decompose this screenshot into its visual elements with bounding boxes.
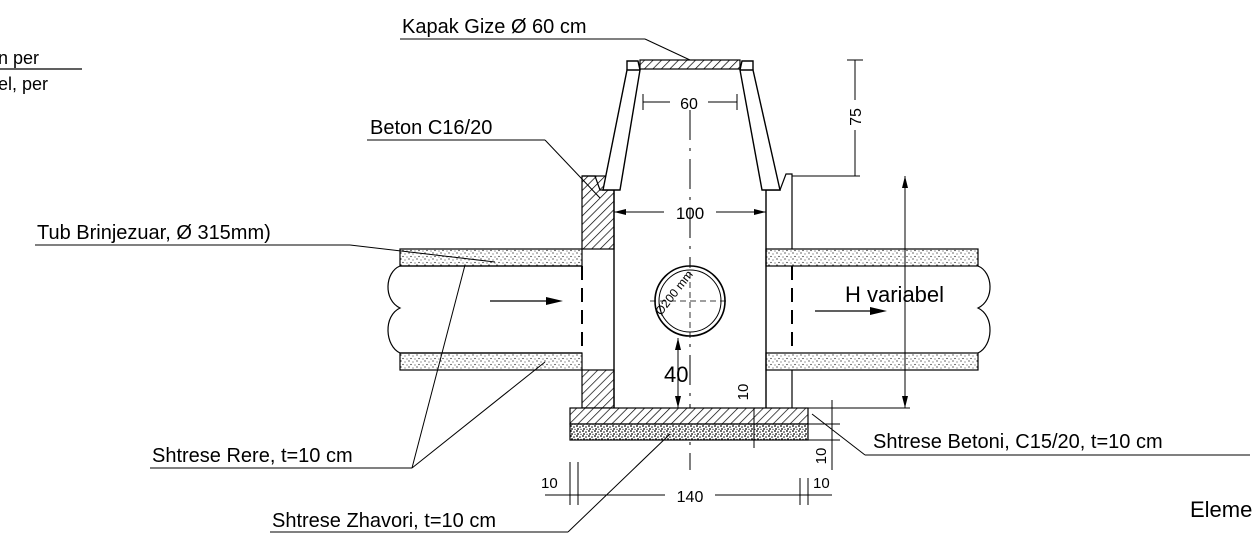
manhole-body <box>581 59 860 470</box>
svg-text:Tub Brinjezuar, Ø 315mm): Tub Brinjezuar, Ø 315mm) <box>37 222 271 244</box>
dimension-100: 100 <box>614 204 766 223</box>
label-beton: Beton C16/20 <box>367 117 601 199</box>
dimension-10-right: 10 <box>808 400 840 470</box>
label-kapak: Kapak Gize Ø 60 cm <box>400 16 691 61</box>
dimension-140: 140 10 10 <box>541 462 832 506</box>
svg-text:10: 10 <box>735 384 752 401</box>
svg-text:75: 75 <box>848 108 865 126</box>
flow-arrow-left <box>490 297 563 305</box>
svg-text:10: 10 <box>541 475 558 492</box>
cut-label-right: Eleme <box>1190 497 1252 522</box>
cut-label-bottom: el, per <box>0 74 48 94</box>
h-variabel-label: H variabel <box>845 282 944 307</box>
svg-text:Shtrese Rere, t=10 cm: Shtrese Rere, t=10 cm <box>152 445 353 467</box>
label-rere: Shtrese Rere, t=10 cm <box>150 264 546 469</box>
svg-text:40: 40 <box>664 362 688 387</box>
label-zhavori: Shtrese Zhavori, t=10 cm <box>270 433 671 533</box>
concrete-base-slab <box>569 407 809 425</box>
svg-text:Shtrese Zhavori, t=10 cm: Shtrese Zhavori, t=10 cm <box>272 510 496 532</box>
svg-text:60: 60 <box>680 96 698 113</box>
svg-text:Kapak Gize Ø 60 cm: Kapak Gize Ø 60 cm <box>402 16 587 38</box>
dimension-60: 60 <box>642 94 738 113</box>
cut-label-top: n per <box>0 48 39 68</box>
svg-text:140: 140 <box>677 489 704 506</box>
svg-text:10: 10 <box>813 448 830 465</box>
label-tub: Tub Brinjezuar, Ø 315mm) <box>35 222 496 263</box>
gravel-base-layer <box>569 423 809 441</box>
flow-arrow-right <box>815 307 887 315</box>
svg-text:100: 100 <box>676 204 704 223</box>
label-betoni: Shtrese Betoni, C15/20, t=10 cm <box>811 413 1250 456</box>
dimension-40: 40 <box>664 338 688 408</box>
dimension-75: 75 <box>847 59 865 176</box>
svg-text:10: 10 <box>813 475 830 492</box>
svg-text:Beton C16/20: Beton C16/20 <box>370 117 492 139</box>
svg-text:Shtrese Betoni, C15/20, t=10 c: Shtrese Betoni, C15/20, t=10 cm <box>873 431 1163 453</box>
pipe-left <box>387 248 583 371</box>
dimension-10-inner: 10 <box>735 384 755 448</box>
